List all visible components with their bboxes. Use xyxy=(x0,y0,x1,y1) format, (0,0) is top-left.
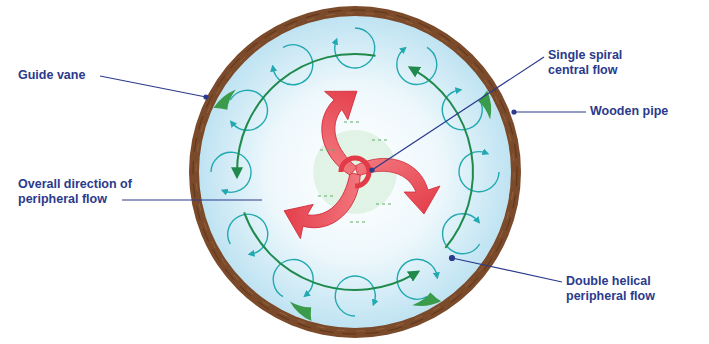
peripheral-direction xyxy=(237,54,516,333)
callout-label: Double helical peripheral flow xyxy=(566,274,676,304)
wood-grain xyxy=(196,13,514,331)
water xyxy=(199,16,511,328)
wooden-pipe xyxy=(189,6,521,338)
guide-vanes xyxy=(213,84,499,321)
peripheral-loops xyxy=(211,28,499,316)
callout-label: Overall direction of peripheral flow xyxy=(18,177,158,207)
callout-label: Wooden pipe xyxy=(590,104,700,119)
central-spiral xyxy=(276,77,440,252)
wood-grain xyxy=(193,10,517,334)
leader-lines xyxy=(100,57,586,282)
callout-label: Single spiral central flow xyxy=(548,48,644,78)
callout-label: Guide vane xyxy=(18,68,128,83)
